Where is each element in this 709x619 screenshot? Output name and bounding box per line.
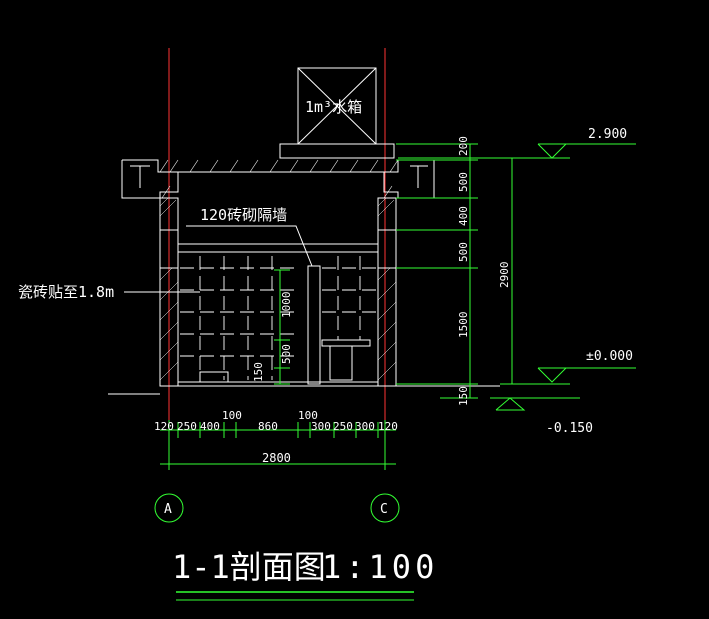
drawing-title: 1-1剖面图 xyxy=(172,548,326,586)
bottom-dim-6: 250 xyxy=(333,420,353,433)
bottom-dim-total: 2800 xyxy=(262,451,291,465)
right-dim-150: 150 xyxy=(457,386,470,406)
bottom-dim-chain xyxy=(160,420,396,470)
slab-hatch xyxy=(159,159,399,199)
axis-label-a: A xyxy=(164,502,172,517)
tile-label: 瓷砖贴至1.8m xyxy=(18,283,114,301)
inner-dim-500: 500 xyxy=(280,344,293,364)
partition-label: 120砖砌隔墙 xyxy=(200,206,287,224)
bottom-dim-8: 120 xyxy=(378,420,398,433)
right-dim-200: 200 xyxy=(457,136,470,156)
right-dim-chain xyxy=(396,143,580,399)
tank-label: 1m³水箱 xyxy=(305,98,362,116)
right-dim-400: 400 xyxy=(457,206,470,226)
bottom-dim-2: 250 xyxy=(177,420,197,433)
drawing-scale: 1:100 xyxy=(322,548,438,586)
tile-grid xyxy=(180,256,376,380)
level-markers xyxy=(495,143,636,411)
bottom-dim-7: 300 xyxy=(355,420,375,433)
bottom-dim-upper-1: 100 xyxy=(222,409,242,422)
water-tank xyxy=(279,67,395,159)
bottom-dim-upper-2: 100 xyxy=(298,409,318,422)
inner-dim-1000: 1000 xyxy=(280,292,293,319)
bottom-dim-3: 400 xyxy=(200,420,220,433)
wall-hatch xyxy=(159,197,397,381)
windows xyxy=(178,243,378,253)
axis-bubble-c xyxy=(370,493,400,523)
axis-label-c: C xyxy=(380,502,388,517)
level-ground: -0.150 xyxy=(546,421,593,436)
inner-dim-150: 150 xyxy=(252,362,265,382)
roof-slab xyxy=(121,159,435,199)
bottom-dim-4: 860 xyxy=(258,420,278,433)
axis-bubble-a xyxy=(154,493,184,523)
bottom-dim-5: 300 xyxy=(311,420,331,433)
inner-dim-lines xyxy=(274,269,290,385)
right-dim-500a: 500 xyxy=(457,172,470,192)
right-wall xyxy=(377,197,397,387)
floor-slab xyxy=(108,381,500,395)
partition-wall xyxy=(186,225,321,385)
level-top: 2.900 xyxy=(588,127,627,142)
right-dim-500b: 500 xyxy=(457,242,470,262)
fixtures xyxy=(199,339,371,383)
right-dim-1500: 1500 xyxy=(457,312,470,339)
right-dim-total: 2900 xyxy=(498,262,511,289)
level-floor: ±0.000 xyxy=(586,349,633,364)
bottom-dim-1: 120 xyxy=(154,420,174,433)
